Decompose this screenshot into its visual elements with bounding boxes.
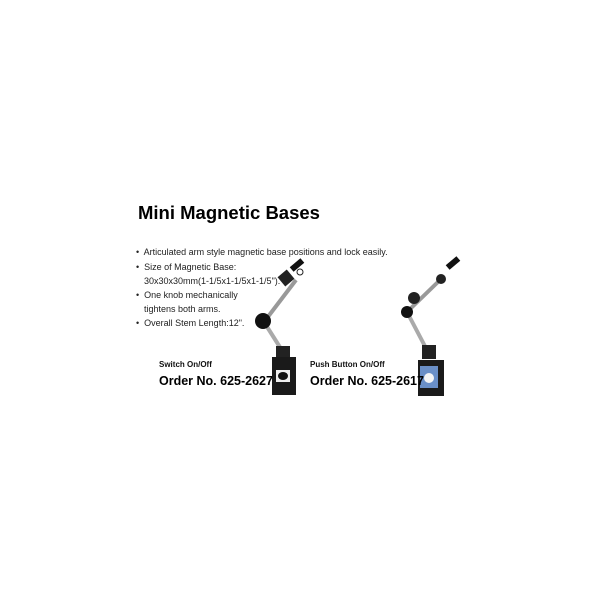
page-title: Mini Magnetic Bases bbox=[138, 202, 320, 223]
bullet-item: • Size of Magnetic Base: bbox=[136, 262, 237, 272]
order-number: Order No. 625-2627 bbox=[159, 374, 273, 388]
order-number: Order No. 625-2617 bbox=[310, 374, 424, 388]
bullet-text: tightens both arms. bbox=[144, 304, 221, 314]
bullet-text: Overall Stem Length:12". bbox=[144, 318, 245, 328]
bullet-text: One knob mechanically bbox=[144, 290, 238, 300]
bullet-item: • Overall Stem Length:12". bbox=[136, 318, 245, 328]
product-variant: Push Button On/Off bbox=[310, 360, 385, 369]
bullet-item: • Articulated arm style magnetic base po… bbox=[136, 247, 388, 257]
bullet-text: 30x30x30mm(1-1/5x1-1/5x1-1/5"). bbox=[144, 276, 281, 286]
magnetic-base-pushbutton-image bbox=[401, 256, 461, 396]
product-variant: Switch On/Off bbox=[159, 360, 212, 369]
bullet-text: Articulated arm style magnetic base posi… bbox=[143, 247, 388, 257]
bullet-text: Size of Magnetic Base: bbox=[144, 262, 237, 272]
magnetic-base-switch-image bbox=[255, 258, 305, 395]
bullet-item: • One knob mechanically bbox=[136, 290, 238, 300]
